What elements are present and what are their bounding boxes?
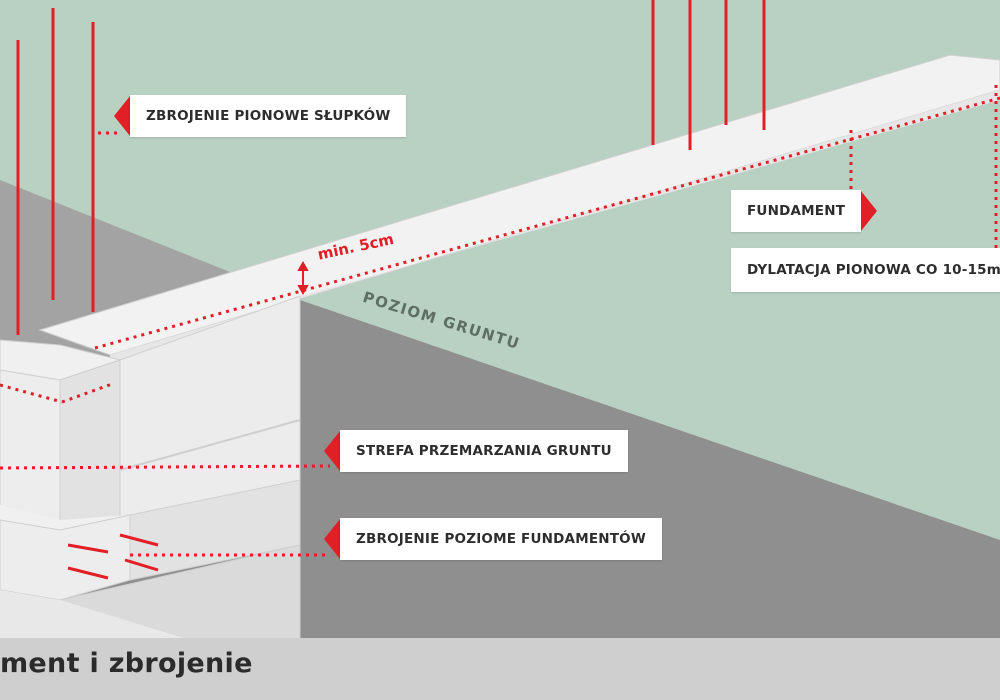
horizontal-rebar-group: [67, 533, 159, 580]
callout-label-horizontal-rebar: ZBROJENIE POZIOME FUNDAMENTÓW: [340, 518, 662, 560]
rebar-horizontal-3: [67, 566, 109, 580]
footer-title: ment i zbrojenie: [0, 648, 253, 679]
callout-label-foundation: FUNDAMENT: [731, 190, 862, 232]
callout-flag: [324, 519, 340, 559]
callout-flag: [324, 431, 340, 471]
rebar-dotted-column-2: [61, 382, 113, 404]
callout-frost-zone: STREFA PRZEMARZANIA GRUNTU: [324, 430, 628, 472]
callout-expansion-joint: DYLATACJA PIONOWA CO 10-15m: [731, 248, 1000, 292]
rebar-horizontal-1: [67, 543, 109, 554]
callout-flag: [114, 96, 130, 136]
column-front: [0, 369, 61, 531]
frost-boundary-line: [119, 419, 301, 471]
rebar-horizontal-2: [119, 533, 159, 547]
footer-bar: [0, 638, 1000, 700]
foundation-top: [38, 54, 1000, 356]
footing-top: [0, 505, 130, 530]
rebar-dotted-column: [0, 383, 63, 404]
callout-vertical-rebar: ZBROJENIE PIONOWE SŁUPKÓW: [114, 95, 407, 137]
vertical-rebar-group: [16, 0, 766, 335]
callout-foundation: FUNDAMENT: [731, 190, 878, 232]
callout-horizontal-rebar: ZBROJENIE POZIOME FUNDAMENTÓW: [324, 518, 662, 560]
callout-flag: [861, 191, 878, 231]
column-side: [59, 359, 121, 531]
min-distance-arrow: [297, 260, 309, 296]
rebar-horizontal-4: [124, 558, 159, 572]
callout-label-vertical-rebar: ZBROJENIE PIONOWE SŁUPKÓW: [130, 95, 407, 137]
plinth-top: [0, 590, 190, 640]
callout-label-expansion-joint: DYLATACJA PIONOWA CO 10-15m: [731, 248, 1000, 292]
callout-label-frost-zone: STREFA PRZEMARZANIA GRUNTU: [340, 430, 628, 472]
